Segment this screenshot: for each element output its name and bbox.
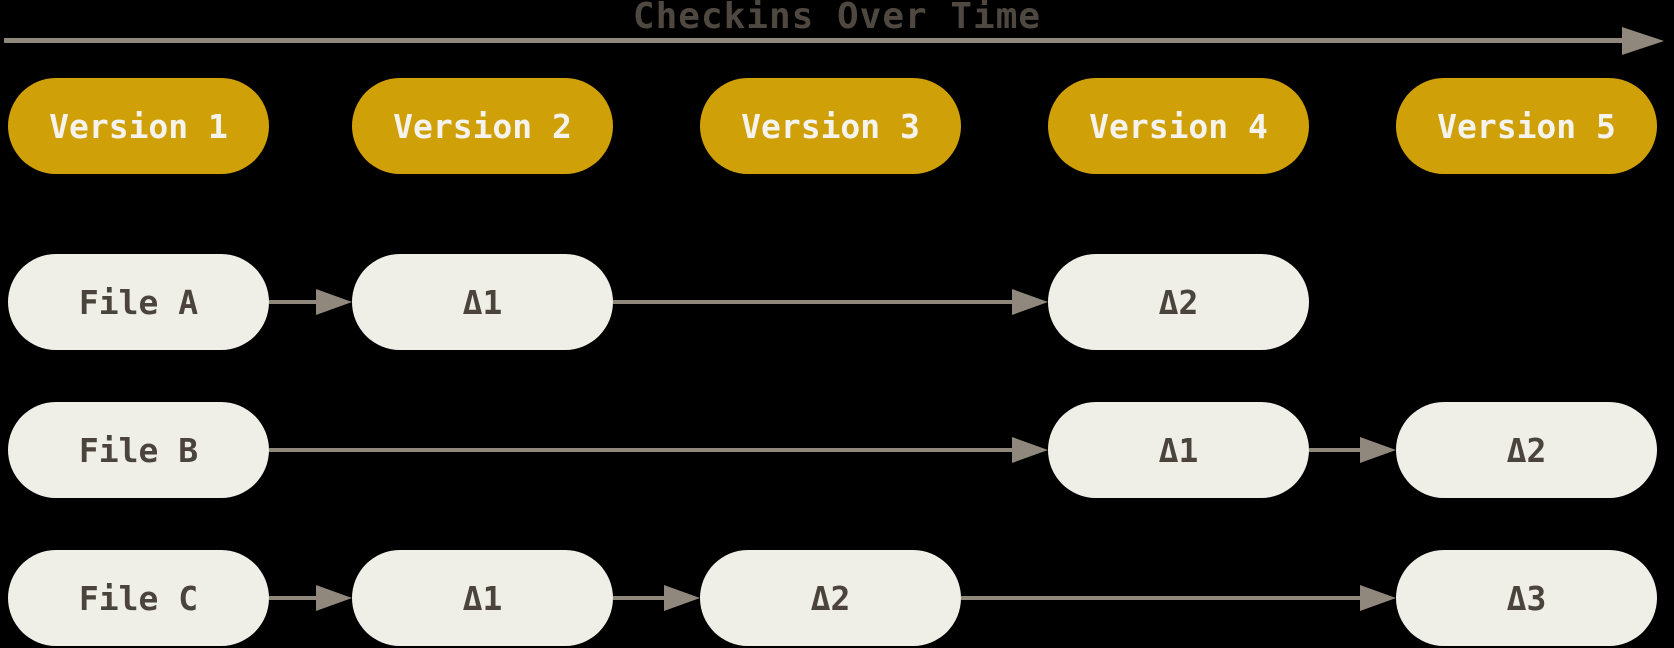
- file-a-arrow-2-head-icon: [1012, 289, 1048, 315]
- file-b-arrow-2-head-icon: [1360, 437, 1396, 463]
- file-a-arrow-1-head-icon: [316, 289, 352, 315]
- version-4-label: Version 4: [1089, 106, 1268, 146]
- file-a-delta2-label: Δ2: [1158, 282, 1199, 322]
- file-b-delta1-pill: Δ1: [1048, 402, 1309, 498]
- file-b-label: File B: [78, 430, 199, 470]
- file-a-arrow-2-line: [613, 300, 1012, 304]
- file-a-arrow-1-line: [269, 300, 316, 304]
- file-c-arrow-3-line: [961, 596, 1360, 600]
- version-pill-2: Version 2: [352, 78, 613, 174]
- version-pill-5: Version 5: [1396, 78, 1657, 174]
- file-b-pill: File B: [8, 402, 269, 498]
- file-b-delta1-label: Δ1: [1158, 430, 1199, 470]
- file-c-delta3-label: Δ3: [1506, 578, 1547, 618]
- file-c-arrow-3-head-icon: [1360, 585, 1396, 611]
- file-a-delta1-label: Δ1: [462, 282, 503, 322]
- file-b-arrow-1-head-icon: [1012, 437, 1048, 463]
- file-c-arrow-1-line: [269, 596, 316, 600]
- file-c-label: File C: [78, 578, 199, 618]
- version-pill-3: Version 3: [700, 78, 961, 174]
- file-a-pill: File A: [8, 254, 269, 350]
- version-2-label: Version 2: [393, 106, 572, 146]
- timeline-arrow-line: [4, 38, 1624, 43]
- file-b-delta2-label: Δ2: [1506, 430, 1547, 470]
- file-c-arrow-2-head-icon: [664, 585, 700, 611]
- file-c-delta3-pill: Δ3: [1396, 550, 1657, 646]
- file-c-delta1-label: Δ1: [462, 578, 503, 618]
- version-3-label: Version 3: [741, 106, 920, 146]
- file-a-label: File A: [78, 282, 199, 322]
- file-c-arrow-2-line: [613, 596, 664, 600]
- file-c-pill: File C: [8, 550, 269, 646]
- diagram-title: Checkins Over Time: [632, 0, 1042, 37]
- file-c-delta2-label: Δ2: [810, 578, 851, 618]
- file-a-delta2-pill: Δ2: [1048, 254, 1309, 350]
- file-c-delta1-pill: Δ1: [352, 550, 613, 646]
- version-5-label: Version 5: [1437, 106, 1616, 146]
- file-b-arrow-1-line: [269, 448, 1012, 452]
- version-1-label: Version 1: [49, 106, 228, 146]
- file-c-delta2-pill: Δ2: [700, 550, 961, 646]
- file-b-arrow-2-line: [1309, 448, 1360, 452]
- file-b-delta2-pill: Δ2: [1396, 402, 1657, 498]
- file-a-delta1-pill: Δ1: [352, 254, 613, 350]
- file-c-arrow-1-head-icon: [316, 585, 352, 611]
- version-pill-4: Version 4: [1048, 78, 1309, 174]
- timeline-arrowhead-icon: [1622, 27, 1664, 55]
- version-pill-1: Version 1: [8, 78, 269, 174]
